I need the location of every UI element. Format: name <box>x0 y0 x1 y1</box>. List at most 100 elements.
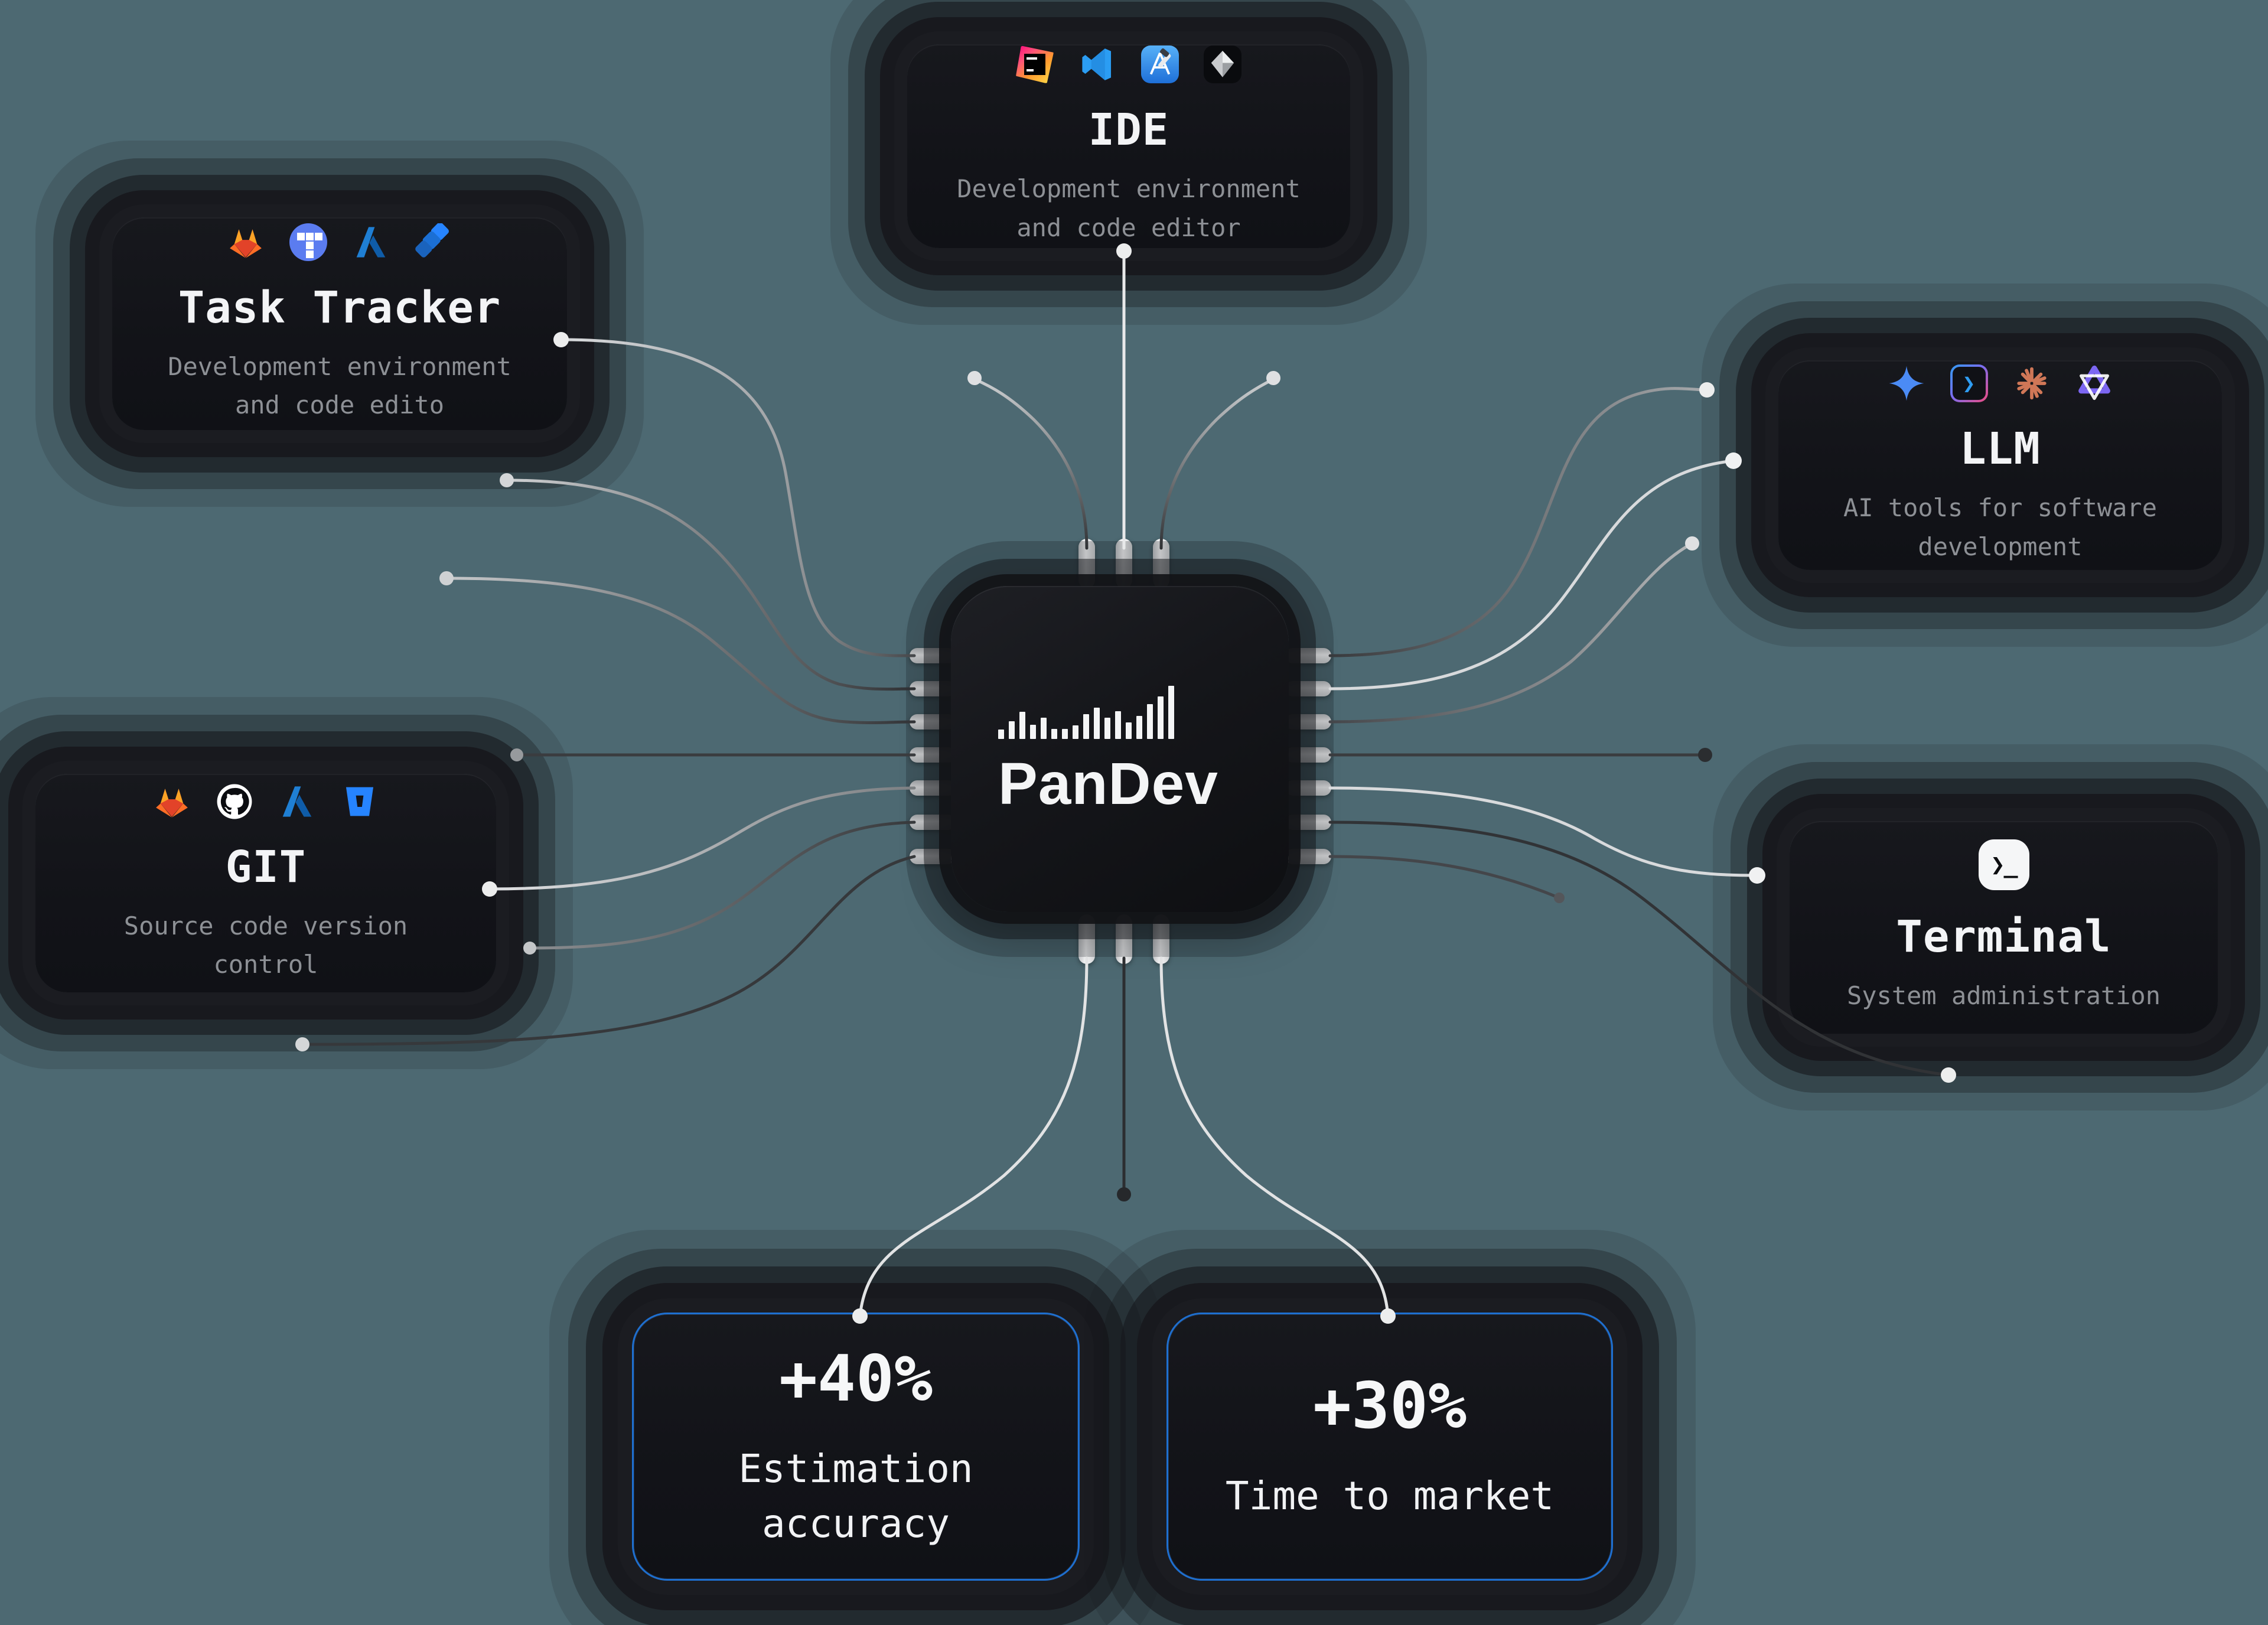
metric-value: +30% <box>1312 1369 1467 1444</box>
bitbucket-icon <box>341 783 379 820</box>
endpoint-dot <box>1749 867 1765 884</box>
logo-bar <box>1158 696 1164 739</box>
pandev-chip: PanDev <box>951 586 1289 912</box>
chip-pin <box>910 815 956 830</box>
endpoint-dot <box>510 748 523 761</box>
card-title: IDE <box>1088 105 1169 156</box>
logo-bar <box>1083 714 1089 739</box>
chip-pin <box>1116 539 1132 588</box>
chip-pin <box>910 747 956 763</box>
chip-pin <box>1116 914 1132 964</box>
logo-bar <box>1041 718 1047 739</box>
gitlab-icon <box>153 783 191 820</box>
jetbrains-icon <box>1016 45 1054 84</box>
wire-git-1 <box>488 786 916 891</box>
endpoint-dot <box>500 473 514 487</box>
chip-pin <box>1285 714 1331 730</box>
git-icons-row <box>153 783 379 820</box>
llm-icons-row: ❯ <box>1888 364 2113 403</box>
metric-label: Time to market <box>1225 1473 1555 1519</box>
endpoint-dot <box>439 571 454 585</box>
task-tracker-icons-row <box>227 223 452 261</box>
xcode-icon <box>1141 45 1179 84</box>
endpoint-dot <box>1117 1187 1131 1201</box>
card-title: LLM <box>1960 424 2041 475</box>
chip-pin <box>1285 648 1331 663</box>
logo-bar <box>1168 686 1174 739</box>
gemini-icon <box>1888 364 1925 402</box>
wire-llm-1 <box>1328 387 1709 657</box>
metric-value: +40% <box>778 1342 933 1416</box>
logo-bar <box>1019 712 1025 739</box>
card-subtitle: Development environment and code editor <box>957 174 1301 242</box>
chip-pin <box>910 714 956 730</box>
prompt-icon: ❯ <box>1950 364 1988 403</box>
card-subtitle: System administration <box>1846 981 2161 1011</box>
card-metric-time-to-market: +30% Time to market <box>1166 1313 1613 1581</box>
terminal-icon: ❯_ <box>1978 839 2029 891</box>
chip-pin <box>1285 747 1331 763</box>
chip-pin <box>910 780 956 796</box>
chip-pin <box>1285 849 1331 864</box>
card-llm: ❯ LLM AI tools for software development <box>1778 360 2222 570</box>
endpoint-dot <box>523 942 536 955</box>
wire-terminal-1 <box>1328 786 1759 877</box>
chip-pin <box>910 681 956 696</box>
logo-bar <box>1030 725 1036 739</box>
azure-icon <box>352 223 390 261</box>
qwen-icon <box>2075 364 2113 402</box>
vscode-icon <box>1078 45 1116 83</box>
card-task-tracker: Task Tracker Development environment and… <box>112 217 567 430</box>
chip-pin <box>1078 539 1095 588</box>
card-subtitle: Development environment and code edito <box>168 351 511 419</box>
gitlab-icon <box>227 223 265 261</box>
wire-git-2 <box>528 820 916 950</box>
endpoint-dot <box>1725 452 1742 469</box>
wire-left-float <box>445 577 916 725</box>
wire-task-tracker-2 <box>505 478 916 691</box>
wire-task-tracker-1 <box>559 338 916 657</box>
logo-bar <box>1147 704 1153 739</box>
card-title: GIT <box>225 841 307 893</box>
endpoint-dot <box>1699 382 1715 398</box>
wire-right-short <box>1328 855 1561 900</box>
endpoint-dot <box>1266 371 1280 385</box>
logo-bar <box>1094 708 1100 739</box>
chip-pin <box>1285 815 1331 830</box>
wire-metric-2 <box>1159 956 1390 1318</box>
card-git: GIT Source code version control <box>35 774 496 992</box>
claude-icon <box>2013 364 2051 402</box>
endpoint-dot <box>1554 893 1565 903</box>
chip-logo-bars <box>998 685 1289 739</box>
chip-pin <box>1285 780 1331 796</box>
ide-icons-row <box>1016 45 1241 84</box>
terminal-icons-row: ❯_ <box>1978 839 2029 891</box>
endpoint-dot <box>1698 748 1712 762</box>
azure-icon <box>278 783 316 820</box>
logo-bar <box>1126 722 1132 739</box>
wire-top-dangle-left <box>973 377 1089 550</box>
card-ide: IDE Development environment and code edi… <box>907 44 1350 248</box>
wire-top-dangle-right <box>1159 377 1275 550</box>
logo-bar <box>1104 718 1110 739</box>
chip-pin <box>1285 681 1331 696</box>
metric-label: Estimation accuracy <box>738 1446 973 1546</box>
logo-bar <box>1051 729 1057 739</box>
chip-pin <box>910 648 956 663</box>
logo-bar <box>1115 711 1121 739</box>
chip-pin <box>910 849 956 864</box>
chip-title: PanDev <box>998 751 1218 817</box>
endpoint-dot <box>967 371 982 385</box>
logo-bar <box>1136 716 1142 739</box>
chip-pin <box>1078 914 1095 964</box>
card-title: Terminal <box>1896 911 2111 963</box>
card-subtitle: AI tools for software development <box>1843 493 2157 561</box>
chip-pin <box>1153 914 1169 964</box>
logo-bar <box>1062 729 1068 739</box>
endpoint-dot <box>1685 536 1699 551</box>
card-title: Task Tracker <box>178 282 501 333</box>
wire-llm-2 <box>1328 459 1735 691</box>
wire-metric-1 <box>858 956 1089 1318</box>
jira-icon <box>415 223 452 261</box>
